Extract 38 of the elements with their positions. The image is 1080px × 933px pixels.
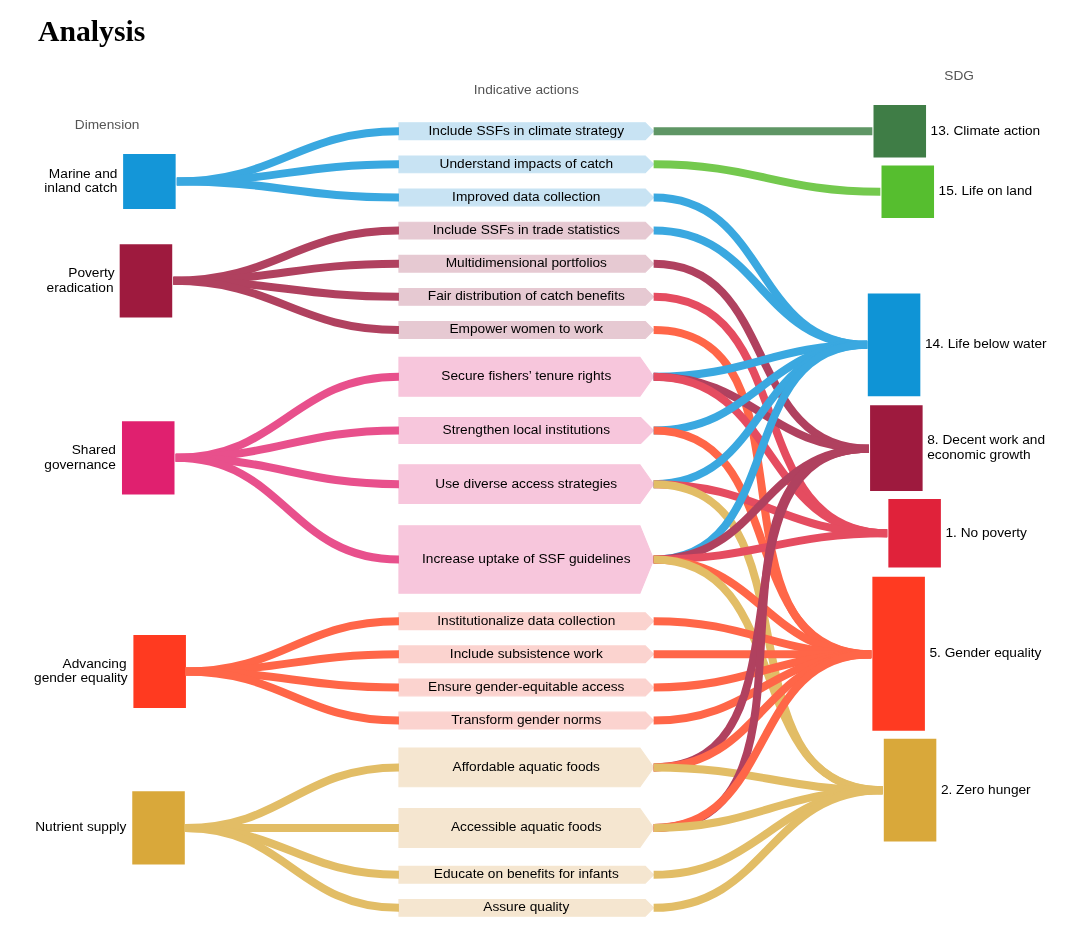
label: Indicative actions bbox=[473, 81, 579, 97]
connector bbox=[653, 785, 883, 912]
connector bbox=[175, 453, 400, 563]
node-label: 5. Gender equality bbox=[929, 644, 1042, 660]
node-box bbox=[132, 790, 185, 864]
node-label: 8. Decent work and economic growth bbox=[927, 431, 1046, 462]
node-box bbox=[881, 164, 935, 218]
node-label: 1. No poverty bbox=[945, 524, 1027, 540]
node-label: Advancing gender equality bbox=[34, 655, 128, 685]
node-label: Marine and inland catch bbox=[44, 165, 118, 195]
node-box bbox=[119, 243, 173, 317]
node-box bbox=[870, 404, 923, 491]
node-box bbox=[872, 576, 925, 731]
node-label: 15. Life on land bbox=[938, 182, 1033, 198]
connector bbox=[185, 666, 399, 691]
node-box bbox=[133, 634, 186, 708]
node-label: Shared governance bbox=[44, 441, 116, 472]
node-label: Nutrient supply bbox=[35, 818, 127, 834]
node-box bbox=[867, 292, 921, 396]
connector bbox=[653, 528, 888, 563]
label: Dimension bbox=[74, 116, 140, 132]
label: SDG bbox=[944, 67, 974, 83]
connector bbox=[176, 176, 399, 201]
connector bbox=[653, 159, 881, 196]
connector bbox=[185, 823, 400, 912]
node-box bbox=[123, 153, 176, 209]
node-label: 2. Zero hunger bbox=[940, 781, 1031, 797]
diagram-title: Analysis bbox=[38, 14, 146, 47]
node-label: 13. Climate action bbox=[930, 122, 1041, 138]
connector bbox=[653, 126, 873, 135]
node-box bbox=[888, 498, 941, 567]
node-box bbox=[122, 420, 175, 494]
node-label: 14. Life below water bbox=[924, 335, 1047, 351]
connector bbox=[185, 666, 400, 725]
node-label: Poverty eradication bbox=[46, 264, 115, 295]
node-box bbox=[873, 104, 927, 157]
node-box bbox=[883, 738, 937, 842]
connector bbox=[173, 276, 400, 334]
